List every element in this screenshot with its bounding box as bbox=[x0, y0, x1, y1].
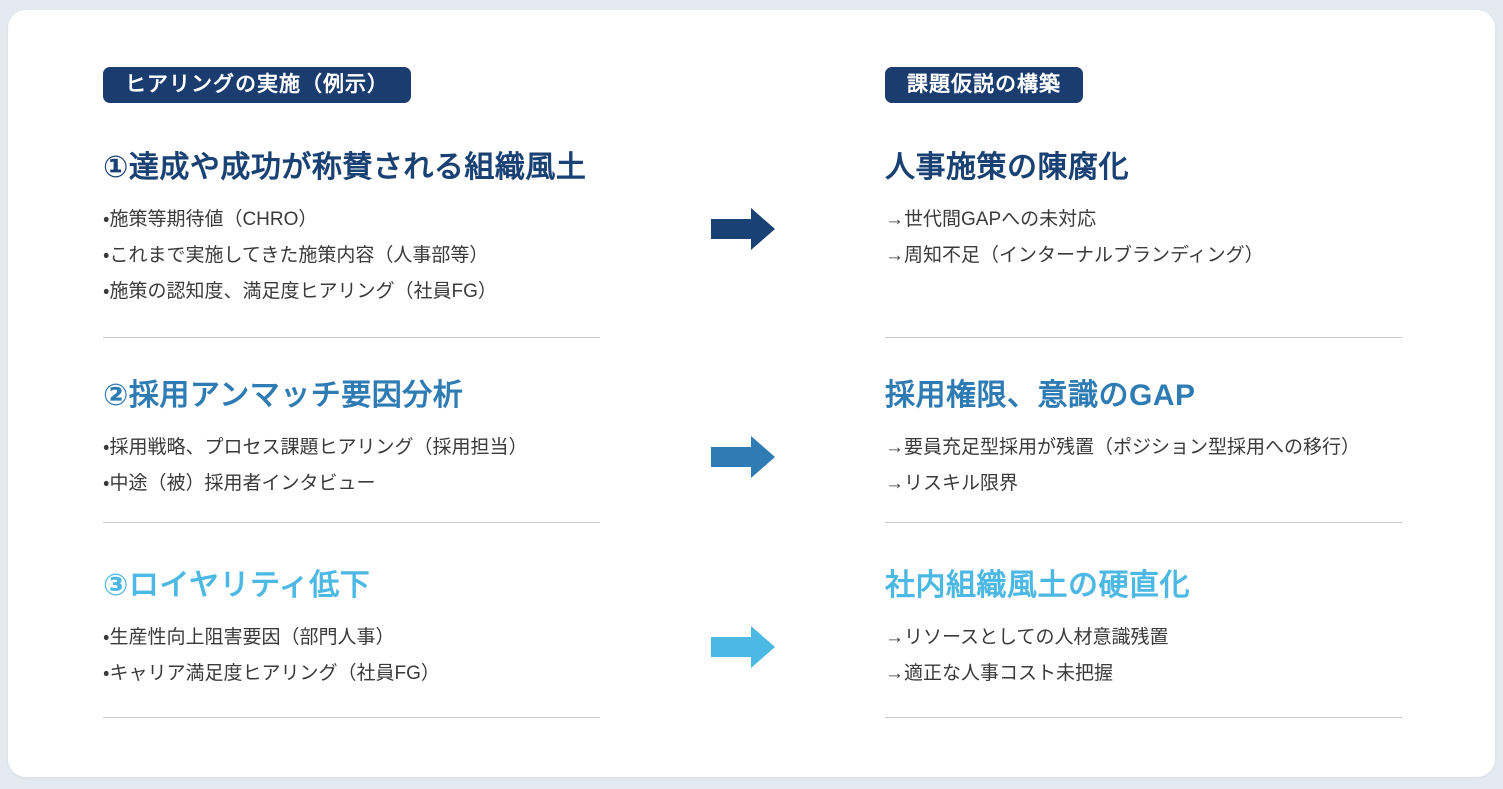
section-items: →要員充足型採用が残置（ポジション型採用への移行） →リスキル限界 bbox=[885, 430, 1402, 502]
section-items: →リソースとしての人材意識残置 →適正な人事コスト未把握 bbox=[885, 620, 1402, 692]
section-items: ・施策等期待値（CHRO） ・これまで実施してきた施策内容（人事部等） ・施策の認知… bbox=[103, 202, 600, 310]
section-row: ②採用アンマッチ要因分析・採用戦略、プロセス課題ヒアリング（採用担当） ・中途（被… bbox=[103, 378, 1495, 523]
bullet-item: →要員充足型採用が残置（ポジション型採用への移行） bbox=[885, 437, 1361, 458]
section-heading: ②採用アンマッチ要因分析 bbox=[103, 379, 464, 412]
right-section: 人事施策の陳腐化 →世代間GAPへの未対応 →周知不足（インターナルブランディング） bbox=[885, 150, 1402, 338]
bullet-item: ・採用戦略、プロセス課題ヒアリング（採用担当） bbox=[103, 437, 528, 458]
left-section: ①達成や成功が称賛される組織風土・施策等期待値（CHRO） ・これまで実施してきた… bbox=[103, 150, 600, 338]
left-section: ②採用アンマッチ要因分析・採用戦略、プロセス課題ヒアリング（採用担当） ・中途（被… bbox=[103, 378, 600, 523]
section-items: ・生産性向上阻害要因（部門人事） ・キャリア満足度ヒアリング（社員FG） bbox=[103, 620, 600, 692]
bullet-item: →周知不足（インターナルブランディング） bbox=[885, 245, 1264, 266]
section-heading: ③ロイヤリティ低下 bbox=[103, 569, 371, 602]
right-section: 社内組織風土の硬直化 →リソースとしての人材意識残置 →適正な人事コスト未把握 bbox=[885, 568, 1402, 718]
arrow-right-icon bbox=[710, 436, 775, 478]
arrow-cell bbox=[600, 568, 885, 718]
section-heading: ①達成や成功が称賛される組織風土 bbox=[103, 151, 587, 184]
left-section: ③ロイヤリティ低下・生産性向上阻害要因（部門人事） ・キャリア満足度ヒアリング（社… bbox=[103, 568, 600, 718]
bullet-item: ・これまで実施してきた施策内容（人事部等） bbox=[103, 245, 489, 266]
arrow-cell bbox=[600, 378, 885, 523]
section-divider bbox=[103, 522, 600, 523]
section-row: ③ロイヤリティ低下・生産性向上阻害要因（部門人事） ・キャリア満足度ヒアリング（社… bbox=[103, 568, 1495, 718]
slide-card: ヒアリングの実施（例示） 課題仮説の構築 ①達成や成功が称賛される組織風土・施策… bbox=[8, 10, 1495, 777]
arrow-cell bbox=[600, 150, 885, 338]
left-column-badge: ヒアリングの実施（例示） bbox=[103, 67, 411, 103]
section-divider bbox=[885, 337, 1402, 338]
section-heading: 人事施策の陳腐化 bbox=[885, 151, 1129, 184]
bullet-item: →リソースとしての人材意識残置 bbox=[885, 627, 1169, 648]
bullet-item: ・施策等期待値（CHRO） bbox=[103, 209, 318, 230]
section-items: ・採用戦略、プロセス課題ヒアリング（採用担当） ・中途（被）採用者インタビュー bbox=[103, 430, 600, 502]
right-section: 採用権限、意識のGAP →要員充足型採用が残置（ポジション型採用への移行） →リスキ… bbox=[885, 378, 1402, 523]
arrow-right-icon bbox=[710, 208, 775, 250]
arrow-right-icon bbox=[710, 626, 775, 668]
bullet-item: →世代間GAPへの未対応 bbox=[885, 209, 1097, 230]
rows: ①達成や成功が称賛される組織風土・施策等期待値（CHRO） ・これまで実施してきた… bbox=[103, 150, 1495, 718]
section-items: →世代間GAPへの未対応 →周知不足（インターナルブランディング） bbox=[885, 202, 1402, 274]
section-row: ①達成や成功が称賛される組織風土・施策等期待値（CHRO） ・これまで実施してきた… bbox=[103, 150, 1495, 338]
bullet-item: ・施策の認知度、満足度ヒアリング（社員FG） bbox=[103, 281, 497, 302]
badge-row: ヒアリングの実施（例示） 課題仮説の構築 bbox=[103, 67, 1495, 103]
bullet-item: ・中途（被）採用者インタビュー bbox=[103, 473, 376, 494]
bullet-item: ・生産性向上阻害要因（部門人事） bbox=[103, 627, 395, 648]
section-heading: 採用権限、意識のGAP bbox=[885, 379, 1196, 412]
section-divider bbox=[103, 337, 600, 338]
slide-content: ヒアリングの実施（例示） 課題仮説の構築 ①達成や成功が称賛される組織風土・施策… bbox=[8, 10, 1495, 718]
section-divider bbox=[885, 522, 1402, 523]
section-heading: 社内組織風土の硬直化 bbox=[885, 569, 1190, 602]
right-column-badge: 課題仮説の構築 bbox=[885, 67, 1083, 103]
bullet-item: →適正な人事コスト未把握 bbox=[885, 663, 1114, 684]
bullet-item: ・キャリア満足度ヒアリング（社員FG） bbox=[103, 663, 440, 684]
section-divider bbox=[885, 717, 1402, 718]
badge-row-spacer bbox=[600, 67, 885, 103]
section-divider bbox=[103, 717, 600, 718]
bullet-item: →リスキル限界 bbox=[885, 473, 1019, 494]
